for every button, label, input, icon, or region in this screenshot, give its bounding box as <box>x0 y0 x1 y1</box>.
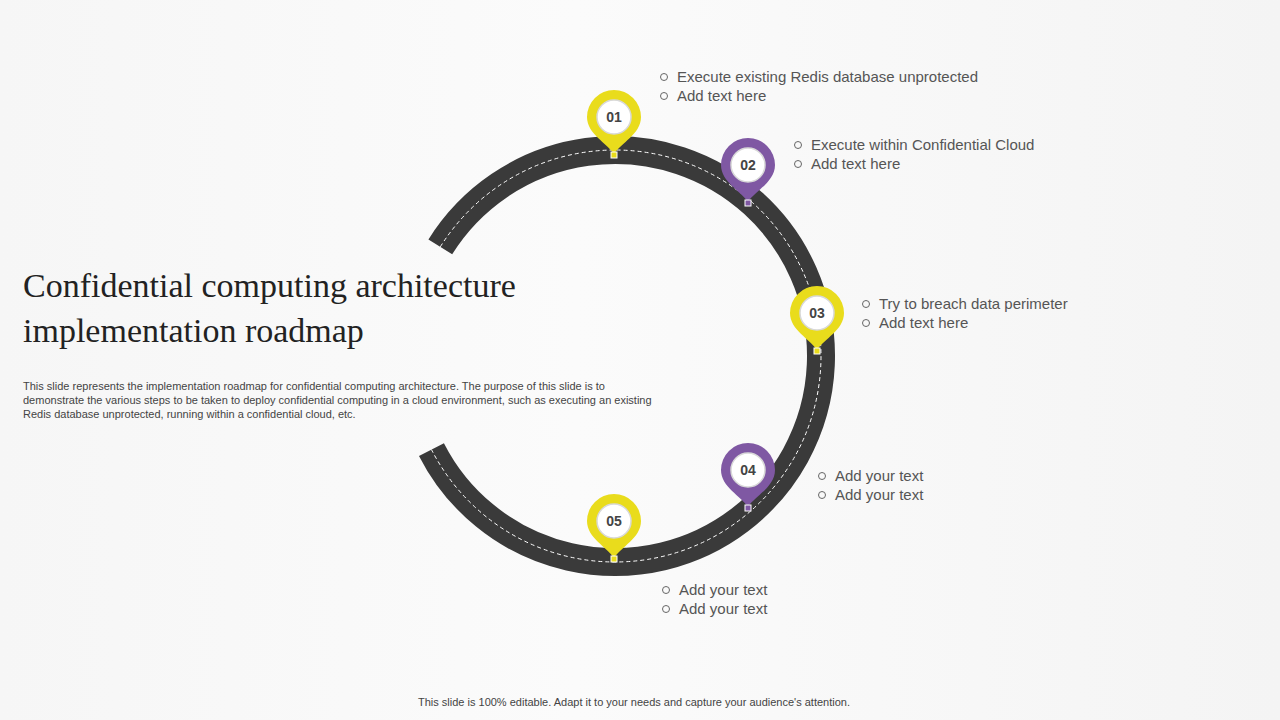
bullet-text: Execute existing Redis database unprotec… <box>677 68 978 86</box>
bullet-text-content: Add your text <box>835 486 923 503</box>
bullet-text: Add your text <box>835 467 923 485</box>
road-surface <box>431 150 821 562</box>
bullet-text: Execute within Confidential Cloud <box>811 136 1034 154</box>
step-number: 03 <box>789 303 845 323</box>
map-pin: 05 <box>586 494 642 562</box>
bullet-text-content: Add your text <box>679 581 767 598</box>
bullet-text-content: Add text here <box>677 87 766 104</box>
bullet-text-content: Execute within Confidential Cloud <box>811 136 1034 153</box>
bullet-mark <box>662 586 670 594</box>
slide-title: Confidential computing architecture impl… <box>23 263 623 353</box>
pin-body <box>721 443 775 507</box>
bullet-mark <box>818 491 826 499</box>
bullet-text-content: Add text here <box>879 314 968 331</box>
map-pin: 03 <box>789 286 845 354</box>
bullet-text: Add text here <box>677 87 766 105</box>
map-pin: 01 <box>586 90 642 158</box>
pin-marker <box>745 505 751 511</box>
bullet-text-content: Add your text <box>835 467 923 484</box>
bullet-text-content: Execute existing Redis database unprotec… <box>677 68 978 85</box>
map-pin: 04 <box>720 443 776 511</box>
bullet-text: Add your text <box>835 486 923 504</box>
slide-caption: This slide represents the implementation… <box>23 379 668 421</box>
pin-body <box>790 286 844 350</box>
step-number: 01 <box>586 107 642 127</box>
bullet-text: Add text here <box>879 314 968 332</box>
pin-body <box>721 138 775 202</box>
step-number: 05 <box>586 511 642 531</box>
bullet-mark <box>794 141 802 149</box>
pin-body <box>587 494 641 558</box>
bullet-mark <box>862 300 870 308</box>
bullet-text: Add your text <box>679 600 767 618</box>
bullet-text-content: Add your text <box>679 600 767 617</box>
bullet-mark <box>818 472 826 480</box>
pin-body <box>587 90 641 154</box>
bullet-text: Try to breach data perimeter <box>879 295 1068 313</box>
footer-note: This slide is 100% editable. Adapt it to… <box>0 695 1274 709</box>
step-number: 02 <box>720 155 776 175</box>
bullet-mark <box>862 319 870 327</box>
road-center-line <box>431 150 821 562</box>
bullet-mark <box>794 160 802 168</box>
pin-marker <box>745 200 751 206</box>
step-number: 04 <box>720 460 776 480</box>
pin-marker <box>611 152 617 158</box>
bullet-mark <box>660 73 668 81</box>
bullet-text: Add text here <box>811 155 900 173</box>
bullet-text-content: Add text here <box>811 155 900 172</box>
bullet-mark <box>662 605 670 613</box>
pin-marker <box>611 556 617 562</box>
map-pin: 02 <box>720 138 776 206</box>
pin-marker <box>814 348 820 354</box>
bullet-mark <box>660 92 668 100</box>
bullet-text-content: This slide is 100% editable. Adapt it to… <box>418 696 850 708</box>
bullet-text: Add your text <box>679 581 767 599</box>
bullet-text-content: Try to breach data perimeter <box>879 295 1068 312</box>
